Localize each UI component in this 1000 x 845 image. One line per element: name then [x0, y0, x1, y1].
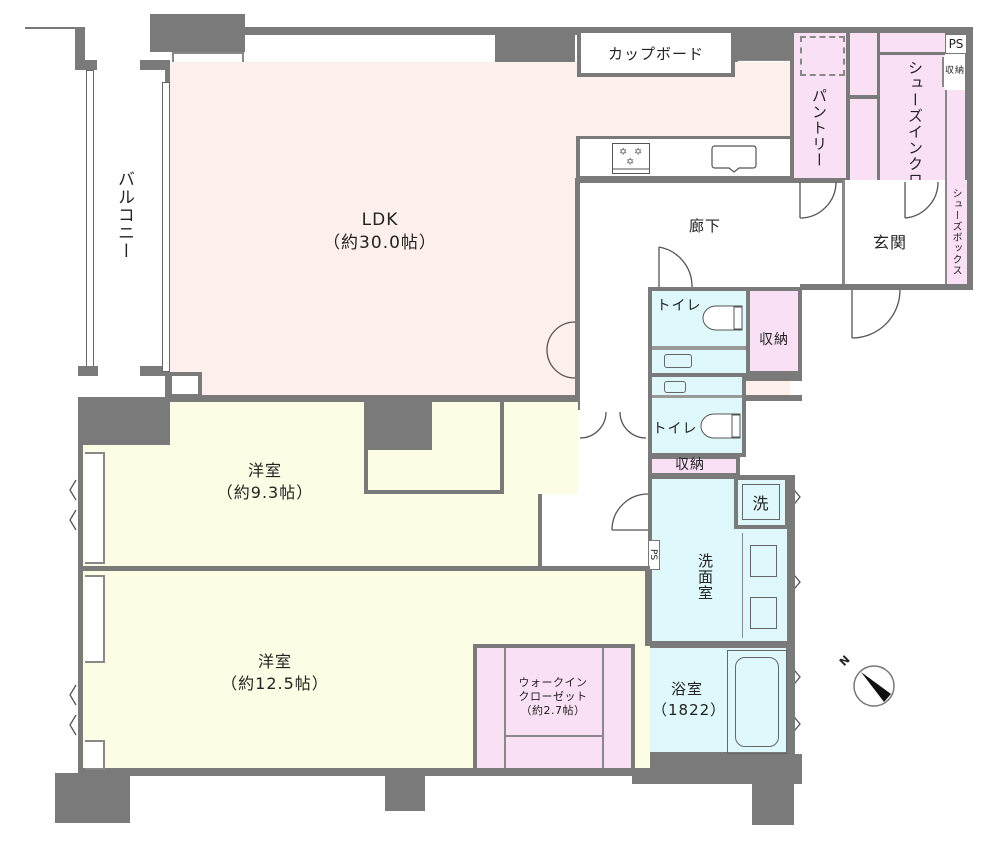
bathtub-inner-icon: [735, 657, 779, 747]
window-bay-west-2: [85, 575, 105, 663]
western-room-2-right-wall: [645, 566, 650, 646]
washer-label: 洗: [752, 494, 770, 513]
shoes-in-closet: [880, 33, 945, 180]
ldk-corner-box: [168, 372, 202, 398]
entrance-label: 玄関: [872, 233, 907, 252]
wall-east: [787, 475, 795, 775]
toilet-2-sink-icon: [664, 381, 686, 393]
balcony-post-bottom-right: [140, 366, 170, 376]
shoes-in-closet-shelf: [878, 52, 945, 55]
balcony-post-bottom: [78, 366, 98, 376]
western-room-1-size: （約9.3帖）: [216, 483, 314, 502]
walkin-closet-2-shelf-l: [504, 648, 506, 768]
cupboard: [577, 33, 735, 77]
walkin-closet-2-label-1: ウォークイン: [518, 676, 588, 689]
balcony-post-top-foot: [75, 60, 97, 70]
wall-right: [965, 27, 973, 287]
storage-1-lower-wall: [742, 395, 802, 401]
window-bay-west-3: [85, 740, 105, 770]
window-bay-west-1: [85, 452, 105, 564]
ldk-label: LDK: [361, 210, 399, 230]
svg-text:✡: ✡: [619, 147, 627, 158]
entrance: [842, 180, 945, 287]
vanity-counter: [742, 533, 787, 638]
svg-text:✡: ✡: [634, 147, 642, 158]
entrance-bottom-wall: [800, 284, 973, 290]
vanity-sink-2-icon: [750, 597, 777, 629]
corridor-left-wall: [575, 180, 580, 410]
western-room-2-size: （約12.5帖）: [221, 674, 329, 693]
stove-icon: ✡ ✡ ✡: [612, 143, 650, 174]
corridor-label: 廊下: [688, 217, 721, 235]
storage-1-bottom-wall: [742, 375, 802, 381]
shoes-in-closet-side: [850, 33, 880, 180]
vanity-sink-1-icon: [750, 545, 777, 577]
toilet-bowl-icon-2: [700, 413, 741, 439]
pantry-fridge-space: [800, 36, 845, 76]
north-compass-icon: [853, 665, 895, 707]
storage-2-label: 収納: [675, 457, 705, 473]
western-room-1-label: 洋室: [247, 461, 282, 480]
storage-1: [746, 287, 802, 375]
bathtub: [727, 650, 787, 754]
toilet-1-sink-icon: [664, 354, 692, 368]
corridor-lower: [580, 290, 650, 565]
toilet-bowl-icon: [702, 305, 743, 331]
toilet-2-divider: [652, 395, 742, 398]
corridor-top-wall: [575, 178, 847, 183]
column-west-mid-2: [78, 397, 170, 445]
pipe-space-mid: PS: [648, 540, 660, 570]
pipe-space-top: PS: [945, 34, 967, 54]
balcony-edge-line: [25, 27, 80, 29]
sink-icon: [711, 145, 757, 173]
walkin-closet-2-size: （約2.7帖）: [520, 704, 586, 717]
shoes-in-closet-divider: [850, 95, 880, 99]
storage-1-label: 収納: [759, 332, 789, 348]
balcony: [80, 27, 170, 397]
hall-nook: [540, 494, 580, 566]
shoes-in-closet-shelf-right: [945, 90, 965, 180]
toilet-1-divider: [652, 346, 746, 350]
walkin-closet-2-label-2: クローゼット: [518, 690, 588, 703]
storage-small-top-label: 収納: [944, 66, 965, 76]
washroom-label: 洗面室: [696, 553, 714, 601]
balcony-post-top: [75, 27, 85, 70]
storage-small-top: [942, 57, 965, 87]
toilet-1-label: トイレ: [656, 298, 702, 314]
pantry-label: パントリー: [810, 88, 828, 168]
balcony-label: バルコニー: [114, 170, 134, 260]
shoe-box-label: シューズボックス: [950, 188, 961, 276]
washer-box: [742, 484, 780, 520]
bathroom-size: （1822）: [652, 701, 727, 719]
column-bottom-right: [752, 773, 794, 825]
toilet-2-label: トイレ: [652, 421, 698, 437]
walkin-closet-2: [473, 644, 635, 776]
western-room-2-label: 洋室: [257, 652, 292, 671]
bathroom-label: 浴室: [670, 680, 703, 698]
column-center-top: [364, 398, 432, 450]
shoe-box: [945, 180, 967, 287]
svg-text:✡: ✡: [626, 157, 634, 168]
corridor: [580, 180, 842, 290]
column-bottom-mid: [385, 773, 425, 811]
walkin-closet-2-shelf-r: [602, 648, 604, 768]
cupboard-label: カップボード: [607, 45, 704, 63]
ldk-window: [162, 82, 170, 372]
column-bottom-left: [55, 773, 130, 823]
walkin-closet-2-shelf-b: [504, 735, 602, 737]
hall-nook-wall: [538, 494, 542, 566]
balcony-post-top-right: [140, 60, 170, 70]
ldk-size: （約30.0帖）: [323, 233, 437, 253]
